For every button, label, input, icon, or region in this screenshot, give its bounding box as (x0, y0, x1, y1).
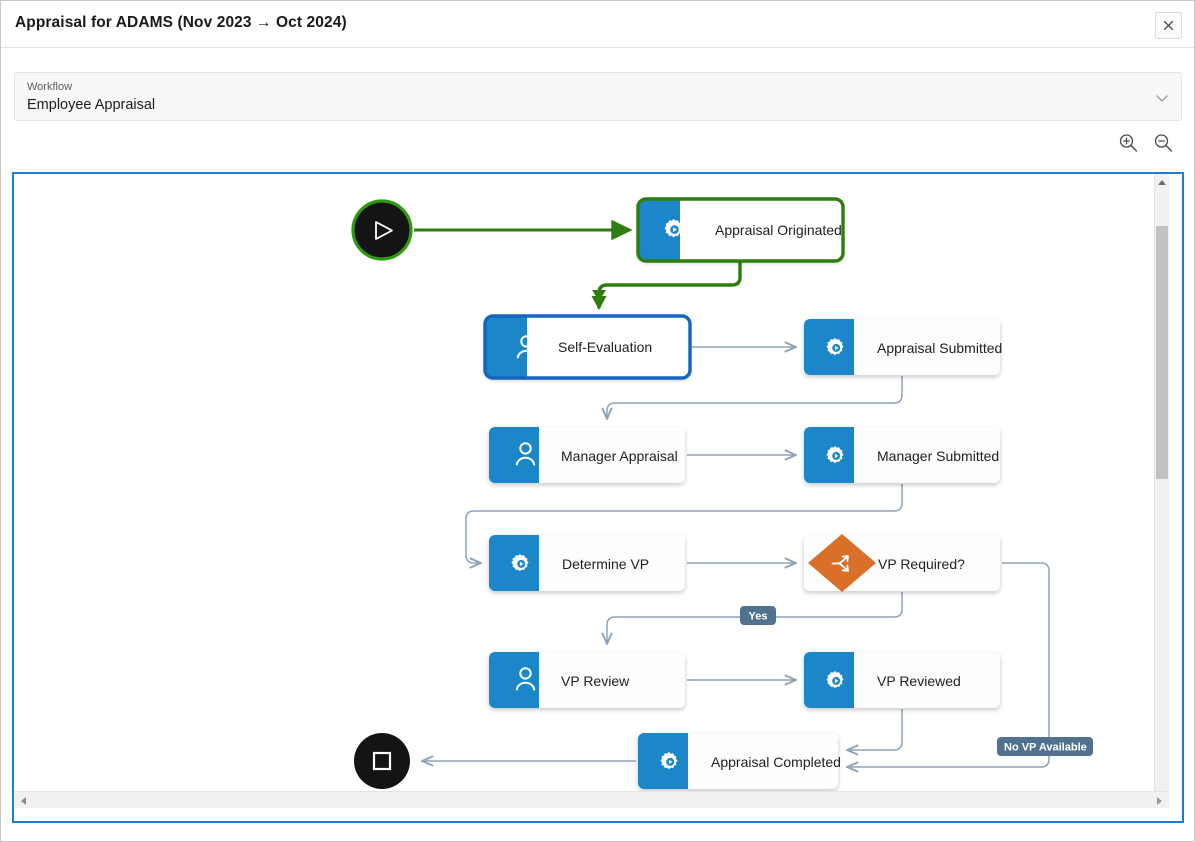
person-icon (516, 335, 537, 359)
node-label: Appraisal Submitted (877, 340, 1002, 356)
node-label: Determine VP (562, 556, 649, 572)
node-vp-reviewed[interactable]: VP Reviewed (804, 652, 1000, 708)
node-vp-required[interactable]: VP Required? (804, 534, 1000, 592)
zoom-controls (1117, 132, 1174, 154)
edge-appraisal-submitted-to-manager-appraisal (607, 376, 903, 419)
node-label: Self-Evaluation (558, 339, 652, 355)
workflow-select-label: Workflow (27, 81, 73, 93)
workflow-canvas-frame: Appraisal Originated Self-Evaluation (12, 172, 1184, 823)
edge-label-yes: Yes (740, 606, 776, 625)
service-gear-icon (511, 554, 529, 572)
workflow-canvas[interactable]: Appraisal Originated Self-Evaluation (14, 174, 1169, 808)
edge-manager-submitted-to-determine-vp (465, 484, 903, 563)
service-gear-icon (664, 219, 683, 238)
close-icon (1163, 20, 1174, 31)
node-label: Manager Submitted (877, 448, 999, 464)
node-label: VP Reviewed (877, 673, 961, 689)
person-icon (515, 667, 536, 691)
node-label: Appraisal Originated (715, 222, 842, 238)
node-end[interactable] (354, 733, 410, 789)
node-appraisal-submitted[interactable]: Appraisal Submitted (804, 319, 1002, 375)
zoom-out-icon[interactable] (1152, 132, 1174, 154)
node-appraisal-completed[interactable]: Appraisal Completed (638, 733, 841, 789)
node-determine-vp[interactable]: Determine VP (489, 535, 685, 591)
caret-right-icon[interactable] (1157, 797, 1162, 805)
workflow-select-value: Employee Appraisal (27, 97, 156, 113)
edge-label-text: No VP Available (1004, 742, 1087, 754)
caret-up-icon[interactable] (1158, 180, 1166, 185)
edge-vp-reviewed-to-appraisal-completed (847, 709, 903, 750)
service-gear-icon (826, 446, 844, 464)
window-titlebar: Appraisal for ADAMS (Nov 2023 → Oct 2024… (1, 1, 1194, 48)
person-icon (515, 442, 536, 466)
service-gear-icon (826, 671, 844, 689)
node-label: VP Required? (878, 556, 965, 572)
canvas-vertical-scrollbar[interactable] (1154, 174, 1169, 808)
node-manager-appraisal[interactable]: Manager Appraisal (489, 427, 685, 483)
node-start[interactable] (351, 199, 413, 261)
zoom-in-icon[interactable] (1117, 132, 1139, 154)
node-label: VP Review (561, 673, 630, 689)
close-button[interactable] (1155, 12, 1182, 39)
branch-split-icon (831, 555, 849, 572)
edge-label-text: Yes (749, 611, 768, 623)
node-self-evaluation[interactable]: Self-Evaluation (483, 314, 692, 380)
node-appraisal-originated[interactable]: Appraisal Originated (636, 197, 845, 263)
workflow-diagram: Appraisal Originated Self-Evaluation (351, 197, 1093, 789)
workflow-select[interactable]: Workflow Employee Appraisal (14, 72, 1182, 121)
page-title: Appraisal for ADAMS (Nov 2023 → Oct 2024… (15, 14, 347, 31)
edge-vp-required-to-appraisal-completed (847, 562, 1050, 767)
caret-left-icon[interactable] (21, 797, 26, 805)
canvas-horizontal-scrollbar[interactable] (14, 791, 1169, 808)
edge-appraisal-originated-to-self-evaluation (591, 260, 742, 310)
service-gear-icon (826, 338, 844, 356)
node-label: Appraisal Completed (711, 754, 841, 770)
service-gear-icon (660, 752, 678, 770)
node-manager-submitted[interactable]: Manager Submitted (804, 427, 1000, 483)
chevron-down-icon (1156, 95, 1168, 102)
edge-label-no-vp-available: No VP Available (997, 737, 1093, 756)
node-label: Manager Appraisal (561, 448, 678, 464)
node-vp-review[interactable]: VP Review (489, 652, 685, 708)
vertical-scrollbar-thumb[interactable] (1156, 226, 1168, 479)
